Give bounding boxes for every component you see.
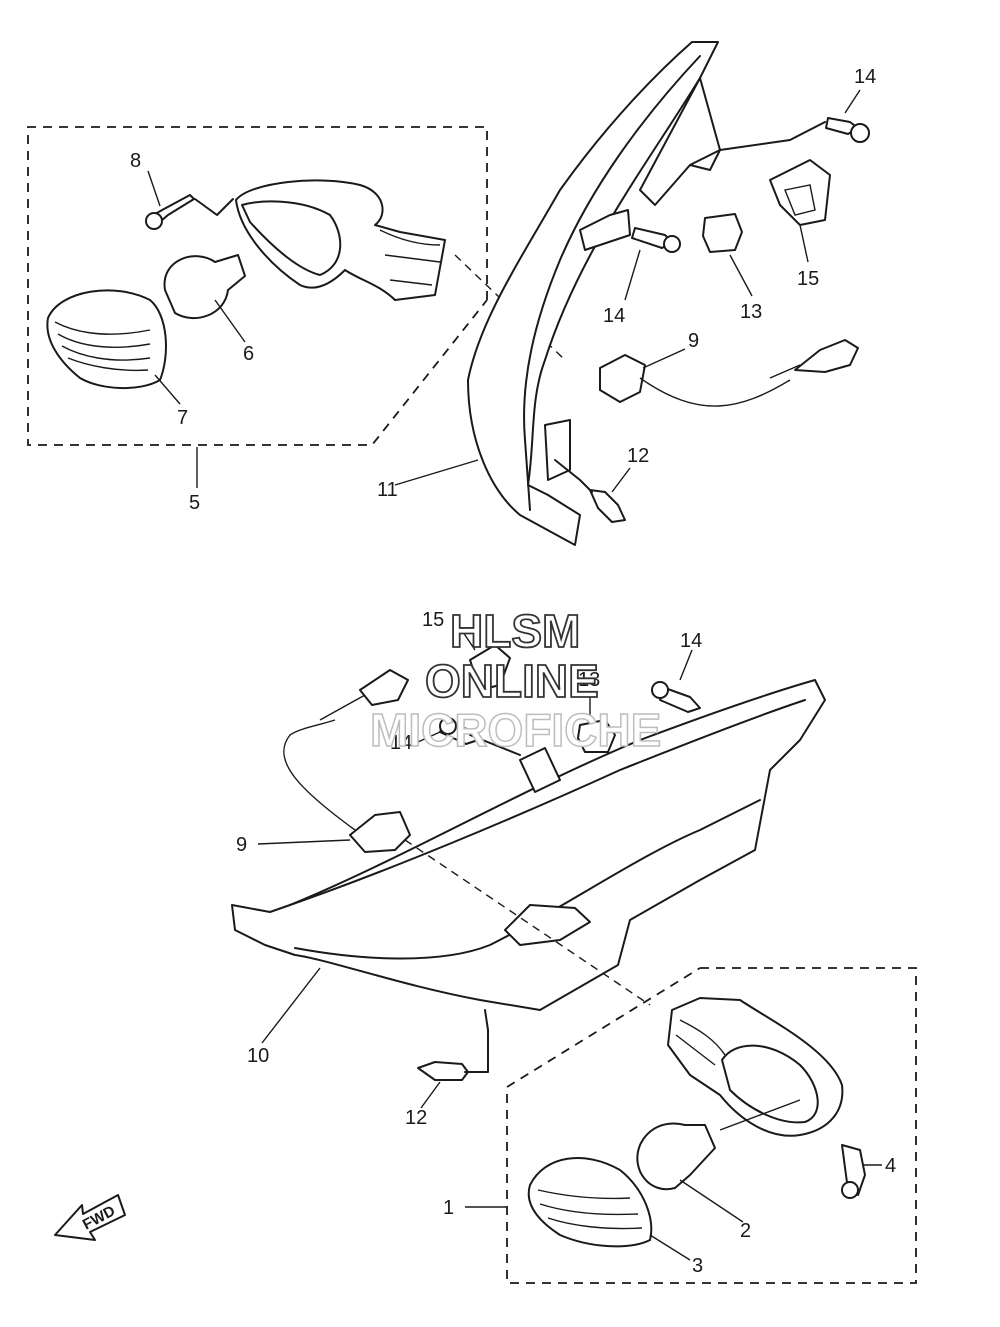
- callout-6: 6: [243, 343, 254, 365]
- bulb-2: [636, 1099, 801, 1223]
- callout-5: 5: [189, 492, 200, 514]
- screw-14-bottom-right: [651, 649, 701, 713]
- signal-housing-bottom: [667, 997, 844, 1137]
- callout-14-bottom-b: 14: [390, 732, 412, 754]
- callout-9-bottom: 9: [236, 834, 247, 856]
- socket-9-top: [599, 339, 859, 407]
- callout-15-bottom: 15: [422, 609, 444, 631]
- callout-12-top: 12: [627, 445, 649, 467]
- callout-11: 11: [377, 479, 398, 501]
- watermark: HLSM ONLINE MICROFICHE: [369, 604, 662, 757]
- panel-10: [231, 679, 826, 1044]
- screw-14-bottom-left: [417, 717, 521, 756]
- callout-2: 2: [740, 1220, 751, 1242]
- lens-7: [46, 289, 181, 405]
- callout-14-bottom-a: 14: [680, 630, 702, 652]
- nut-13-bottom: [577, 695, 616, 753]
- screw-4: [841, 1144, 882, 1199]
- callout-7: 7: [177, 407, 188, 429]
- watermark-line2: ONLINE: [425, 655, 599, 707]
- bottom-assembly: [231, 619, 917, 1284]
- clip-15-top: [769, 159, 831, 263]
- callout-labels: 8 6 7 5 11 14 15 13 14 9 12 15 14 13 14 …: [130, 66, 896, 1277]
- kit-box-1-outline: [506, 967, 917, 1284]
- nut-13-top: [702, 213, 753, 297]
- callout-14-top-b: 14: [603, 305, 625, 327]
- clip-12-bottom: [417, 1009, 489, 1109]
- watermark-line3: MICROFICHE: [370, 704, 661, 756]
- clip-15-bottom: [454, 619, 511, 691]
- fwd-arrow-icon: FWD: [54, 1194, 126, 1241]
- panel-11: [394, 41, 721, 546]
- top-assembly: [27, 41, 870, 546]
- kit-box-5-outline: [27, 126, 488, 446]
- callout-4: 4: [885, 1155, 896, 1177]
- clip-12-top: [554, 459, 631, 523]
- callout-8: 8: [130, 150, 141, 172]
- watermark-line1: HLSM: [450, 605, 580, 657]
- screw-14-top-right: [689, 89, 870, 166]
- callout-12-bottom: 12: [405, 1107, 427, 1129]
- screw-14-top-mid: [624, 227, 681, 301]
- screw-8: [145, 170, 234, 230]
- bulb-6: [163, 254, 246, 343]
- lens-3: [527, 1157, 691, 1261]
- socket-9-bottom: [257, 669, 651, 1006]
- callout-13-top: 13: [740, 301, 762, 323]
- callout-10: 10: [247, 1045, 269, 1067]
- callout-14-top-a: 14: [854, 66, 876, 88]
- callout-13-bottom: 13: [578, 669, 600, 691]
- callout-9-top: 9: [688, 330, 699, 352]
- callout-3: 3: [692, 1255, 703, 1277]
- callout-1: 1: [443, 1197, 454, 1219]
- callout-15-top: 15: [797, 268, 819, 290]
